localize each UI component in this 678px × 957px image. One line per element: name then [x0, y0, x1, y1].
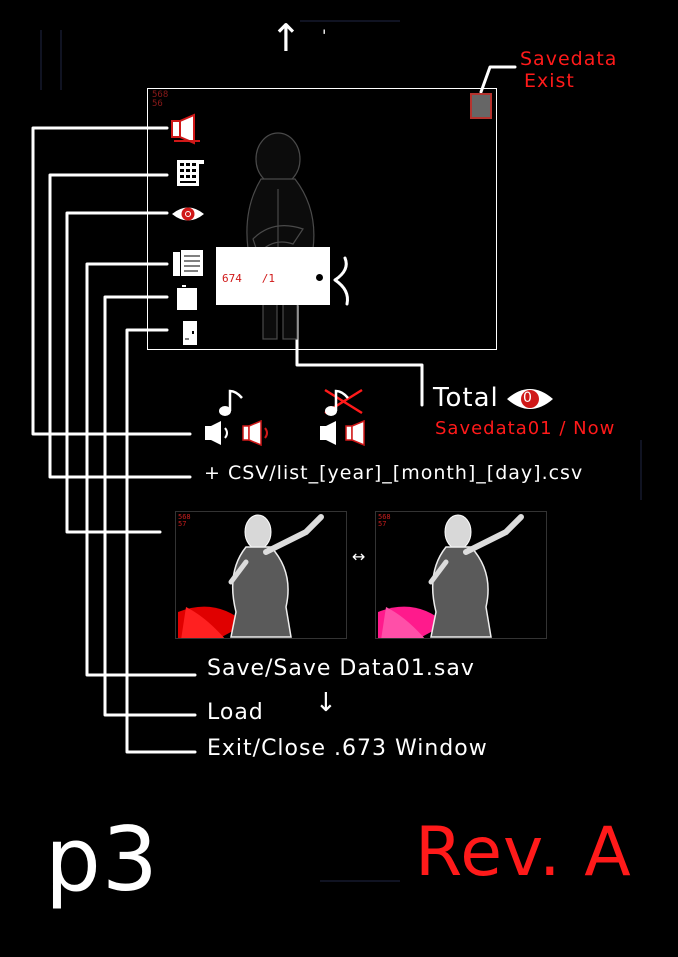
total-subnote: Savedata01 / Now: [435, 418, 616, 439]
scroll-up-arrow: ↑: [270, 16, 303, 60]
exit-door-icon[interactable]: [180, 320, 200, 346]
keypad-icon[interactable]: [174, 158, 206, 190]
savedata-note-line1: Savedata: [520, 48, 618, 70]
counter-line2: 56: [152, 99, 163, 109]
exit-note: Exit/Close .673 Window: [207, 736, 488, 761]
total-label: Total: [433, 383, 499, 413]
load-card-icon[interactable]: [174, 284, 202, 312]
preview-counter-line1: 568: [178, 513, 191, 521]
speaker-on-red-icon: [242, 420, 268, 446]
background-grid-mark: [300, 20, 400, 22]
tag-label: 674 /1: [222, 272, 275, 285]
page-label: p3: [45, 808, 159, 911]
window-counter: 568 56: [152, 91, 168, 109]
tag-hole: [316, 274, 323, 281]
load-note: Load: [207, 700, 264, 725]
preview-counter-line2: 57: [178, 520, 187, 528]
background-grid-mark: [640, 440, 642, 500]
background-grid-mark: [40, 30, 42, 90]
preview-panel-red: 568 57: [175, 511, 347, 639]
character-pink-effect-sprite: [378, 514, 524, 638]
speaker-off-red-icon: [345, 420, 365, 446]
save-note: Save/Save Data01.sav: [207, 656, 475, 681]
preview-panel-pink: 568 57: [375, 511, 547, 639]
background-grid-mark: [320, 880, 400, 882]
tag-string-icon: [333, 256, 349, 306]
count-tag: 674 /1: [216, 247, 330, 305]
swap-arrow: ↔: [352, 547, 367, 566]
speaker-off-icons[interactable]: [318, 420, 370, 446]
total-eye-icon: [507, 389, 553, 409]
tick-mark: ': [322, 26, 328, 45]
preview-counter: 568 57: [178, 514, 191, 528]
savedata-exist-note: Savedata Exist: [520, 48, 617, 92]
muted-note-icon: [325, 389, 349, 416]
background-grid-mark: [60, 30, 62, 90]
eye-icon[interactable]: [170, 203, 206, 225]
total-badge: 0: [523, 390, 532, 406]
savedata-note-line2: Exist: [524, 70, 575, 92]
speaker-icon[interactable]: [170, 113, 202, 145]
speaker-on-icon: [205, 421, 228, 445]
revision-label: Rev. A: [415, 813, 632, 892]
speaker-on-icons[interactable]: [203, 420, 273, 446]
character-red-effect-sprite: [178, 514, 324, 638]
load-arrow: ↓: [315, 688, 338, 718]
music-note-icon: [219, 389, 243, 416]
savedata-indicator-icon[interactable]: [470, 93, 492, 119]
preview-counter-line1: 568: [378, 513, 391, 521]
character-sprite: [246, 132, 315, 340]
preview-counter-line2: 57: [378, 520, 387, 528]
csv-note: + CSV/list_[year]_[month]_[day].csv: [204, 462, 584, 484]
counter-line1: 568: [152, 90, 169, 100]
preview-counter: 568 57: [378, 514, 391, 528]
speaker-off-icon: [320, 421, 336, 445]
manual-icon[interactable]: [172, 248, 206, 278]
